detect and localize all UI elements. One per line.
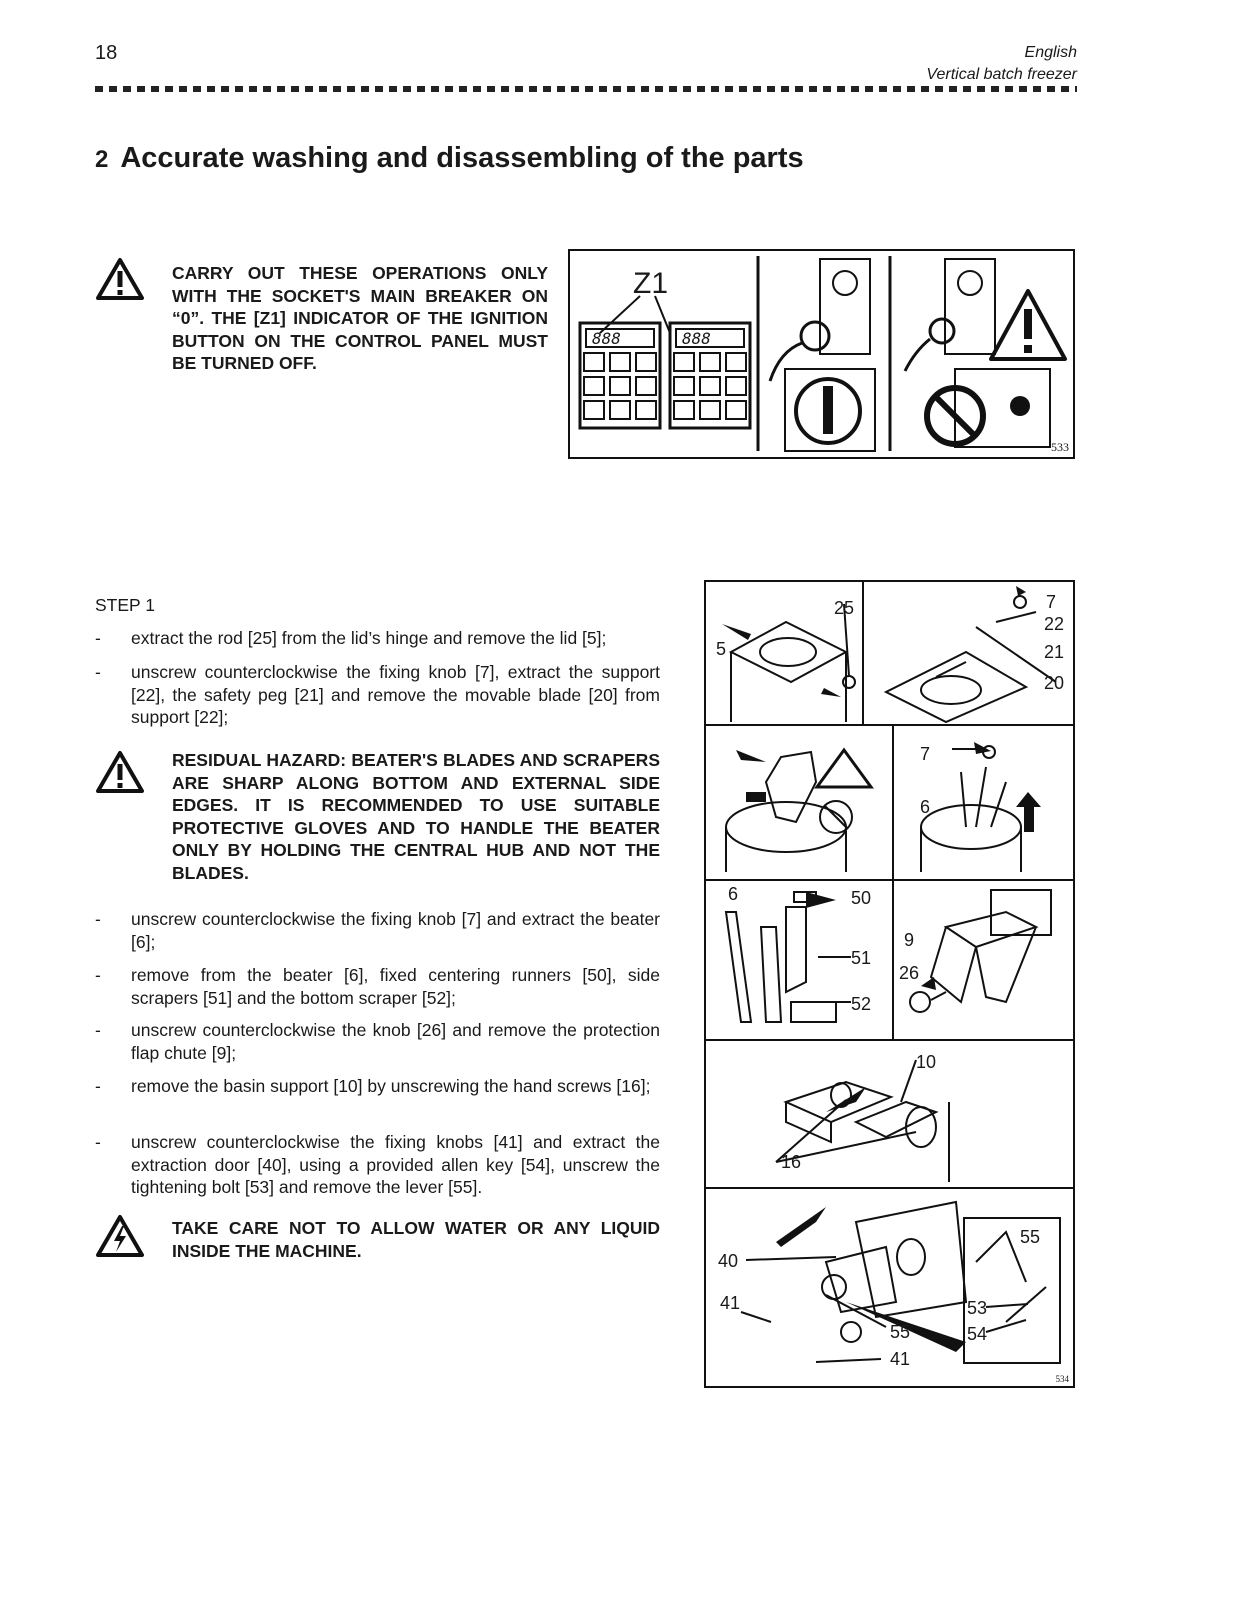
list-item: -remove the basin support [10] by unscre… <box>95 1076 651 1096</box>
figure-control-panel-drawing <box>578 256 1067 452</box>
callout-7: 7 <box>1046 592 1057 612</box>
callout-40: 40 <box>718 1251 739 1271</box>
list-item: -unscrew counterclockwise the fixing kno… <box>95 662 660 727</box>
callout-52: 52 <box>851 994 872 1014</box>
list-item: -unscrew counterclockwise the fixing kno… <box>95 909 660 952</box>
header-subtitle: Vertical batch freezer <box>926 66 1077 83</box>
callout-20: 20 <box>1044 673 1065 693</box>
section-number: 2 <box>95 146 109 173</box>
warning-triangle-icon <box>96 258 144 300</box>
callout-50: 50 <box>851 888 872 908</box>
figure-control-panel: Z1 888 888 533 <box>568 249 1075 459</box>
warning-no-liquid: TAKE CARE NOT TO ALLOW WATER OR ANY LIQU… <box>172 1218 660 1261</box>
step-label: STEP 1 <box>95 595 155 615</box>
callout-10: 10 <box>916 1052 937 1072</box>
callout-41: 41 <box>720 1293 741 1313</box>
page-number: 18 <box>95 42 118 64</box>
callout-6: 6 <box>728 884 739 904</box>
list-item: -unscrew counterclockwise the fixing kno… <box>95 1132 660 1197</box>
callout-26: 26 <box>899 963 920 983</box>
display-readout-left: 888 <box>592 329 621 348</box>
callout-51: 51 <box>851 948 872 968</box>
list-item: -unscrew counterclockwise the knob [26] … <box>95 1020 660 1063</box>
warning-main-breaker: CARRY OUT THESE OPERATIONS ONLY WITH THE… <box>172 263 548 373</box>
figure-disassembly-drawing <box>706 582 1073 1364</box>
callout-21: 21 <box>1044 642 1065 662</box>
callout-6: 6 <box>920 797 931 817</box>
section-title: 2 Accurate washing and disassembling of t… <box>95 142 804 175</box>
electric-hazard-icon <box>96 1215 144 1257</box>
figure-disassembly-steps: 25 7 22 5 21 20 7 6 6 50 51 52 9 26 10 1… <box>704 580 1075 1388</box>
warning-triangle-icon <box>96 751 144 793</box>
callout-5: 5 <box>716 639 727 659</box>
display-readout-right: 888 <box>682 329 711 348</box>
header-language: English <box>1024 44 1077 61</box>
callout-16: 16 <box>781 1152 802 1172</box>
list-item: -remove from the beater [6], fixed cente… <box>95 965 660 1008</box>
header-divider <box>95 86 1077 92</box>
warning-residual-hazard: RESIDUAL HAZARD: BEATER'S BLADES AND SCR… <box>172 750 660 883</box>
callout-22: 22 <box>1044 614 1065 634</box>
callout-54: 54 <box>967 1324 988 1344</box>
figure-code-534: 534 <box>1055 1374 1070 1384</box>
callout-9: 9 <box>904 930 915 950</box>
figure-code-533: 533 <box>1051 440 1069 454</box>
callout-7: 7 <box>920 744 931 764</box>
callout-25: 25 <box>834 598 855 618</box>
figure-label-z1: Z1 <box>633 267 669 300</box>
callout-41: 41 <box>890 1349 911 1369</box>
running-header: English Vertical batch freezer <box>926 42 1077 86</box>
section-title-text: Accurate washing and disassembling of th… <box>120 142 804 174</box>
list-item: -extract the rod [25] from the lid’s hin… <box>95 628 607 648</box>
callout-55: 55 <box>1020 1227 1041 1247</box>
callout-55: 55 <box>890 1322 911 1342</box>
callout-53: 53 <box>967 1298 988 1318</box>
